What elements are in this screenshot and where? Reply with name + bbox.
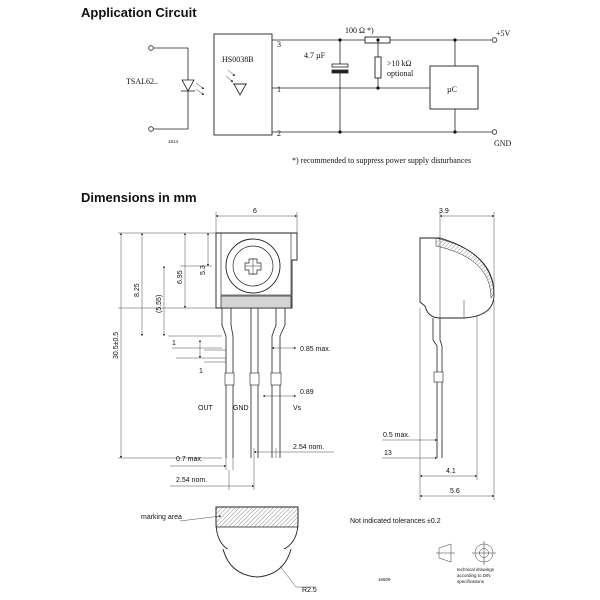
dim-h-5-55: (5.55) xyxy=(156,295,163,313)
pin1-label: 1 xyxy=(277,85,281,94)
dim-depth-3-9: 3.9 xyxy=(439,208,449,215)
pullup-resistor-label: >10 kΩ xyxy=(387,59,412,68)
dim-pitch-left: 2.54 nom. xyxy=(176,477,207,484)
application-circuit-heading: Application Circuit xyxy=(81,5,197,20)
marking-area-label: marking area xyxy=(141,514,182,521)
pin-out-label: OUT xyxy=(198,405,214,412)
front-lens-outer xyxy=(225,238,281,294)
emitter-terminal-bottom xyxy=(148,126,154,132)
dim-h-total: 30.5±0.5 xyxy=(113,332,120,359)
pin2-label: 2 xyxy=(277,129,281,138)
receiver-label: HS0038B xyxy=(222,55,254,64)
dim-lead-0-89: 0.89 xyxy=(300,389,314,396)
circuit-footnote: *) recommended to suppress power supply … xyxy=(292,156,471,165)
dim-side-4-1: 4.1 xyxy=(446,468,456,475)
dim-h-6-95: 6.95 xyxy=(177,270,184,284)
top-view: marking area R2.5 xyxy=(141,506,317,594)
microcontroller-box xyxy=(429,65,479,110)
vcc-terminal xyxy=(491,37,498,43)
pullup-optional-label: optional xyxy=(387,69,414,78)
microcontroller-label: µC xyxy=(447,85,457,94)
dim-small-1a: 1 xyxy=(172,340,176,347)
marking-area xyxy=(215,506,299,528)
front-view: OUT GND Vs 6 5.3 6.95 (5.55) 8.25 30.5±0… xyxy=(113,208,334,490)
dim-lead-0-85: 0.85 max. xyxy=(300,346,331,353)
emitter-terminal-top xyxy=(148,45,154,51)
capacitor xyxy=(331,40,349,132)
pin-gnd-label: GND xyxy=(233,405,249,412)
pin-vs-label: Vs xyxy=(293,405,302,412)
dimensions-drawing-number: 16609 xyxy=(378,577,391,582)
dim-width-6: 6 xyxy=(253,208,257,215)
side-view: 3.9 0.5 max. 13 4.1 5.6 xyxy=(382,208,495,500)
dim-side-0-5: 0.5 max. xyxy=(383,432,410,439)
dim-h-8-25: 8.25 xyxy=(134,283,141,297)
photodiode-icon xyxy=(225,69,247,96)
dim-lead-0-7: 0.7 max. xyxy=(176,456,203,463)
front-body-base xyxy=(220,295,292,309)
emitter-diode-icon xyxy=(181,79,205,98)
dim-h-5-3: 5.3 xyxy=(200,265,207,275)
dim-small-1b: 1 xyxy=(199,368,203,375)
top-lens-dome xyxy=(222,548,292,578)
dim-radius: R2.5 xyxy=(302,587,317,594)
dim-side-5-6: 5.6 xyxy=(450,488,460,495)
gnd-label: GND xyxy=(494,139,512,148)
tolerance-note: Not indicated tolerances ±0.2 xyxy=(350,518,441,525)
dimensions-heading: Dimensions in mm xyxy=(81,190,197,205)
front-leads xyxy=(221,308,286,458)
tech-note-line3: specifications xyxy=(457,579,485,584)
series-resistor-label: 100 Ω *) xyxy=(345,26,374,35)
emitter-label: TSAL62.. xyxy=(126,77,158,86)
gnd-terminal xyxy=(491,129,498,135)
circuit-drawing-number: 1614 xyxy=(168,139,179,144)
dim-side-13: 13 xyxy=(384,450,392,457)
pin3-label: 3 xyxy=(277,40,281,49)
capacitor-label: 4.7 µF xyxy=(304,51,326,60)
application-circuit: TSAL62.. 1614 HS0038B 3 1 2 100 Ω *) xyxy=(126,26,512,165)
projection-symbol-icon xyxy=(436,541,496,565)
pullup-resistor xyxy=(374,56,382,79)
vcc-label: +5V xyxy=(496,29,511,38)
tech-note-line2: according to DIN xyxy=(457,573,491,578)
tech-note-line1: technical drawings xyxy=(457,567,495,572)
dim-pitch-right: 2.54 nom. xyxy=(293,444,324,451)
